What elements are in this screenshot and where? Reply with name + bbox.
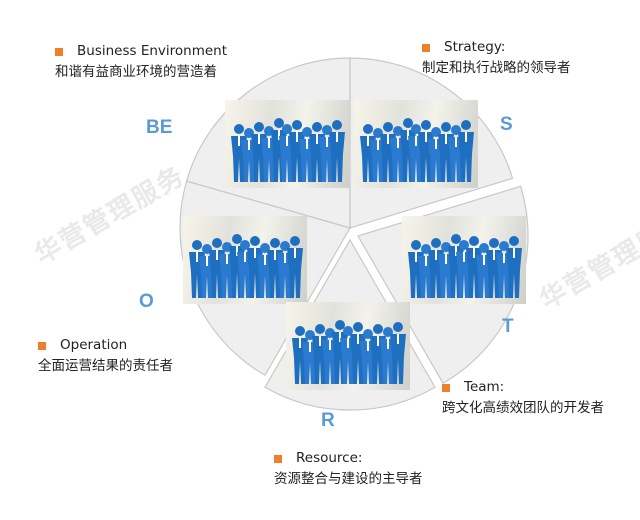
letter-r: R xyxy=(321,410,335,431)
people-silhouette-icon xyxy=(189,234,303,298)
photo-o xyxy=(183,216,307,304)
letter-o: O xyxy=(139,291,154,312)
people-silhouette-icon xyxy=(231,118,345,182)
label-desc: 跨文化高绩效团队的开发者 xyxy=(442,400,604,416)
letter-t: T xyxy=(502,316,514,337)
bullet-icon xyxy=(422,43,430,52)
label-resource: Resource: 资源整合与建设的主导者 xyxy=(274,448,423,490)
label-strategy: Strategy: 制定和执行战略的领导者 xyxy=(422,37,571,79)
people-silhouette-icon xyxy=(360,118,474,182)
label-desc: 全面运营结果的责任者 xyxy=(38,358,173,374)
label-operation: Operation 全面运营结果的责任者 xyxy=(38,335,173,377)
photo-r xyxy=(286,302,410,390)
photo-be xyxy=(225,100,349,188)
label-title: Team: xyxy=(464,379,505,395)
label-title: Strategy: xyxy=(444,39,506,55)
label-desc: 资源整合与建设的主导者 xyxy=(274,471,423,487)
label-desc: 和谐有益商业环境的营造着 xyxy=(55,64,217,80)
bullet-icon xyxy=(38,341,46,350)
label-desc: 制定和执行战略的领导者 xyxy=(422,60,571,76)
label-business-environment: Business Environment 和谐有益商业环境的营造着 xyxy=(55,41,227,83)
bullet-icon xyxy=(55,47,63,56)
label-title: Operation xyxy=(60,337,128,353)
label-title: Resource: xyxy=(296,450,363,466)
photo-s xyxy=(354,100,478,188)
label-title: Business Environment xyxy=(77,43,228,59)
people-silhouette-icon xyxy=(292,320,406,384)
people-silhouette-icon xyxy=(408,234,522,298)
bullet-icon xyxy=(442,383,450,392)
photo-t xyxy=(402,216,526,304)
bullet-icon xyxy=(274,454,282,463)
letter-be: BE xyxy=(146,117,173,138)
letter-s: S xyxy=(500,114,513,135)
label-team: Team: 跨文化高绩效团队的开发者 xyxy=(442,377,604,419)
